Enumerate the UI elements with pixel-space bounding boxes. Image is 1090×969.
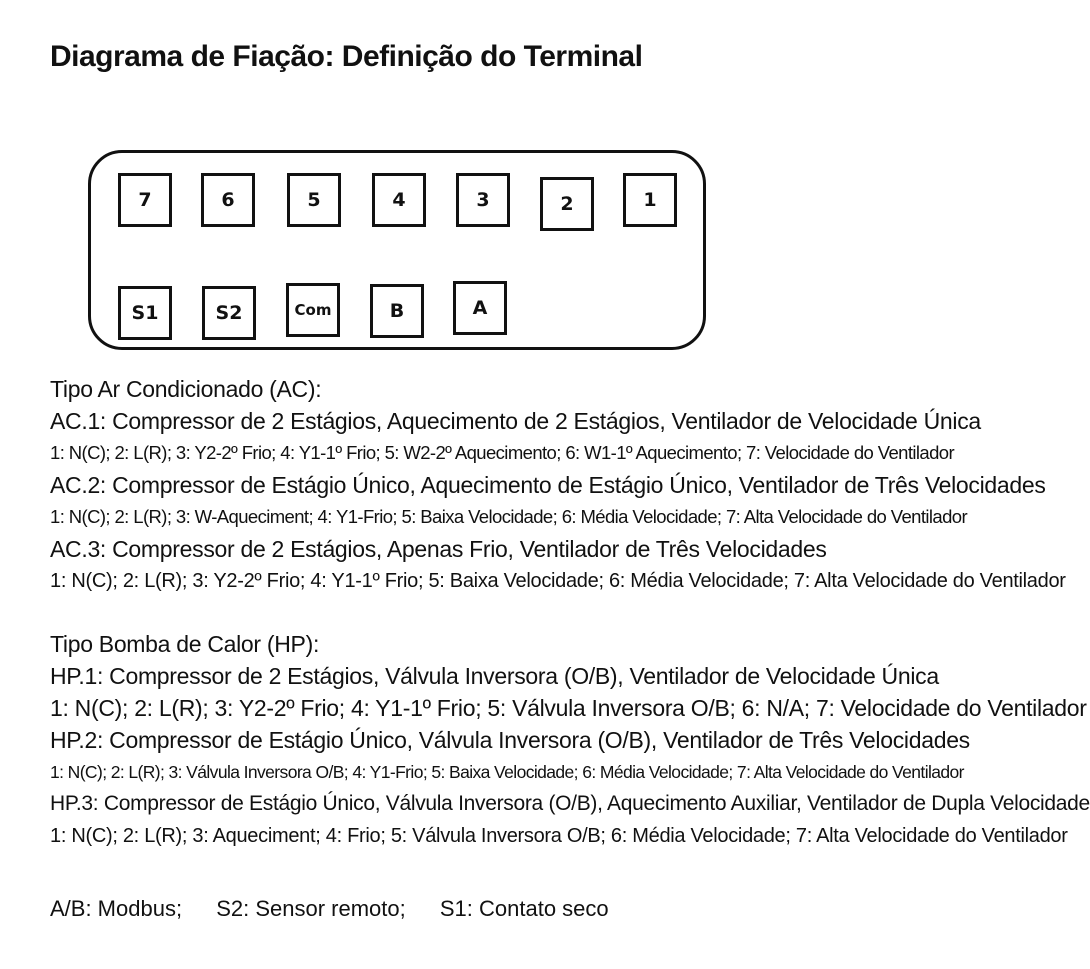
ac-section: Tipo Ar Condicionado (AC): AC.1: Compres… <box>50 373 1066 597</box>
terminal-5: 5 <box>287 173 341 227</box>
legend-s1: S1: Contato seco <box>439 896 609 921</box>
terminal-6: 6 <box>201 173 255 227</box>
legend: A/B: Modbus; S2: Sensor remoto; S1: Cont… <box>50 896 637 922</box>
terminal-s1: S1 <box>118 286 172 340</box>
hp3-name: HP.3: Compressor de Estágio Único, Válvu… <box>50 792 1090 815</box>
hp1-name: HP.1: Compressor de 2 Estágios, Válvula … <box>50 663 939 689</box>
terminal-4: 4 <box>372 173 426 227</box>
legend-s2: S2: Sensor remoto; <box>216 896 406 921</box>
ac1-name: AC.1: Compressor de 2 Estágios, Aquecime… <box>50 408 981 434</box>
terminal-s2: S2 <box>202 286 256 340</box>
hp1-pins: 1: N(C); 2: L(R); 3: Y2-2º Frio; 4: Y1-1… <box>50 695 1087 721</box>
ac3-pins: 1: N(C); 2: L(R); 3: Y2-2º Frio; 4: Y1-1… <box>50 570 1066 592</box>
terminal-com: Com <box>286 283 340 337</box>
terminal-a: A <box>453 281 507 335</box>
terminal-b: B <box>370 284 424 338</box>
terminal-1: 1 <box>623 173 677 227</box>
terminal-2: 2 <box>540 177 594 231</box>
hp-section: Tipo Bomba de Calor (HP): HP.1: Compress… <box>50 628 1090 852</box>
hp2-name: HP.2: Compressor de Estágio Único, Válvu… <box>50 727 970 753</box>
hp3-pins: 1: N(C); 2: L(R); 3: Aqueciment; 4: Frio… <box>50 825 1068 847</box>
ac2-pins: 1: N(C); 2: L(R); 3: W-Aqueciment; 4: Y1… <box>50 506 968 527</box>
terminal-block: 7 6 5 4 3 2 1 S1 S2 Com B A <box>88 150 706 350</box>
ac-heading: Tipo Ar Condicionado (AC): <box>50 376 322 402</box>
ac2-name: AC.2: Compressor de Estágio Único, Aquec… <box>50 472 1046 498</box>
hp2-pins: 1: N(C); 2: L(R); 3: Válvula Inversora O… <box>50 762 965 782</box>
legend-ab: A/B: Modbus; <box>50 896 183 921</box>
terminal-3: 3 <box>456 173 510 227</box>
ac3-name: AC.3: Compressor de 2 Estágios, Apenas F… <box>50 536 827 562</box>
ac1-pins: 1: N(C); 2: L(R); 3: Y2-2º Frio; 4: Y1-1… <box>50 442 955 463</box>
page-title: Diagrama de Fiação: Definição do Termina… <box>50 40 643 73</box>
terminal-7: 7 <box>118 173 172 227</box>
hp-heading: Tipo Bomba de Calor (HP): <box>50 631 320 657</box>
